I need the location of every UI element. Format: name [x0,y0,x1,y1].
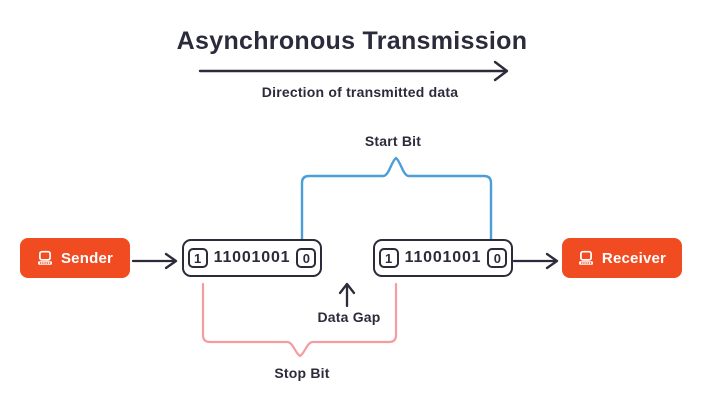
direction-arrow-icon [198,60,509,82]
page-title: Asynchronous Transmission [176,27,528,55]
sender-arrow-icon [131,252,178,270]
receiver-button[interactable]: Receiver [562,238,682,278]
stop-bit-label: Stop Bit [274,365,330,381]
sender-button[interactable]: Sender [20,238,130,278]
start-bit-label: Start Bit [364,133,422,149]
data-gap-label: Data Gap [317,309,381,325]
start-bit-cell: 0 [296,248,317,268]
laptop-icon [578,250,594,266]
laptop-icon [37,250,53,266]
data-bits: 11001001 [213,249,291,266]
direction-label: Direction of transmitted data [261,84,459,100]
data-frame-right: 1 11001001 0 [373,239,513,277]
receiver-arrow-icon [512,252,559,270]
data-frame-left: 1 11001001 0 [182,239,322,277]
start-bit-cell: 0 [487,248,508,268]
start-bit-bracket [300,156,493,241]
data-bits: 11001001 [404,249,482,266]
stop-bit-cell: 1 [187,248,208,268]
receiver-label: Receiver [601,249,667,267]
sender-label: Sender [60,249,114,267]
stop-bit-cell: 1 [378,248,399,268]
data-gap-arrow-icon [338,282,356,308]
